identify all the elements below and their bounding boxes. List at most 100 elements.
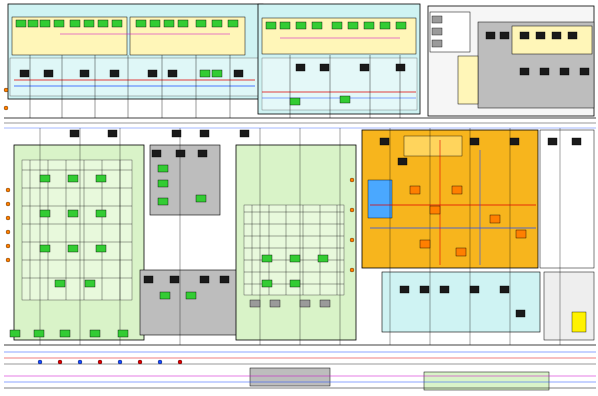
computer-node-icon — [143, 275, 154, 284]
computer-node-icon — [67, 209, 79, 218]
computer-node-icon — [151, 149, 162, 158]
mid-left-green-panel — [13, 144, 145, 341]
computer-node-icon — [147, 69, 158, 78]
computer-node-icon — [409, 185, 421, 195]
computer-node-icon — [9, 329, 21, 338]
computer-node-icon — [499, 285, 510, 294]
computer-node-icon — [15, 19, 27, 28]
computer-node-icon — [54, 279, 66, 288]
computer-node-icon — [551, 31, 562, 40]
computer-node-icon — [363, 21, 375, 30]
computer-node-icon — [211, 19, 223, 28]
computer-node-icon — [177, 19, 189, 28]
top-center-cyan-panel — [257, 3, 421, 115]
computer-node-icon — [39, 174, 51, 183]
connector-dot-icon — [349, 207, 355, 213]
connector-dot-icon — [5, 229, 11, 235]
computer-node-icon — [289, 97, 301, 106]
connector-dot-icon — [5, 201, 11, 207]
computer-node-icon — [395, 63, 406, 72]
connector-dot-icon — [3, 105, 9, 111]
computer-node-icon — [197, 149, 208, 158]
computer-node-icon — [69, 19, 81, 28]
computer-node-icon — [559, 67, 570, 76]
computer-node-icon — [167, 69, 178, 78]
computer-node-icon — [117, 329, 129, 338]
computer-node-icon — [111, 19, 123, 28]
computer-node-icon — [227, 19, 239, 28]
computer-node-icon — [539, 67, 550, 76]
computer-node-icon — [547, 137, 558, 146]
mid-right-orange-panel — [361, 129, 539, 269]
computer-node-icon — [53, 19, 65, 28]
computer-node-icon — [567, 31, 578, 40]
connector-dot-icon — [349, 177, 355, 183]
connector-dot-icon — [349, 267, 355, 273]
computer-node-icon — [265, 21, 277, 30]
connector-dot-icon — [349, 237, 355, 243]
computer-node-icon — [185, 291, 197, 300]
computer-node-icon — [261, 279, 273, 288]
computer-node-icon — [379, 21, 391, 30]
connector-dot-icon — [137, 359, 143, 365]
computer-node-icon — [67, 244, 79, 253]
computer-node-icon — [95, 244, 107, 253]
computer-node-icon — [519, 31, 530, 40]
bottom-right-cyan-panel — [381, 271, 595, 341]
computer-node-icon — [451, 185, 463, 195]
computer-node-icon — [27, 19, 39, 28]
computer-node-icon — [455, 247, 467, 257]
computer-node-icon — [395, 21, 407, 30]
computer-node-icon — [199, 69, 211, 78]
computer-node-icon — [39, 19, 51, 28]
computer-node-icon — [135, 19, 147, 28]
computer-node-icon — [97, 19, 109, 28]
connector-layer — [3, 87, 355, 365]
computer-node-icon — [515, 229, 527, 239]
computer-node-icon — [157, 179, 169, 188]
computer-node-icon — [431, 39, 443, 48]
computer-node-icon — [339, 95, 351, 104]
computer-node-icon — [429, 205, 441, 215]
computer-node-icon — [239, 129, 250, 138]
top-right-gray-panel — [427, 5, 595, 117]
computer-node-icon — [299, 299, 311, 308]
computer-node-icon — [84, 279, 96, 288]
computer-node-icon — [515, 309, 526, 318]
computer-node-icon — [419, 239, 431, 249]
computer-node-icon — [95, 174, 107, 183]
computer-node-icon — [397, 157, 408, 166]
computer-node-icon — [579, 67, 590, 76]
computer-node-icon — [33, 329, 45, 338]
computer-node-icon — [261, 254, 273, 263]
computer-node-icon — [107, 129, 118, 138]
computer-node-icon — [379, 137, 390, 146]
computer-node-icon — [331, 21, 343, 30]
connector-dot-icon — [77, 359, 83, 365]
computer-node-icon — [399, 285, 410, 294]
computer-node-icon — [95, 209, 107, 218]
computer-node-icon — [469, 285, 480, 294]
computer-node-icon — [279, 21, 291, 30]
computer-node-icon — [195, 194, 207, 203]
mid-center-gray-panel — [139, 144, 241, 336]
computer-node-icon — [419, 285, 430, 294]
computer-node-icon — [199, 275, 210, 284]
computer-node-icon — [289, 254, 301, 263]
connector-dot-icon — [5, 215, 11, 221]
computer-node-icon — [317, 254, 329, 263]
computer-node-icon — [149, 19, 161, 28]
computer-node-icon — [211, 69, 223, 78]
connector-dot-icon — [5, 243, 11, 249]
connector-dot-icon — [5, 257, 11, 263]
computer-node-icon — [169, 275, 180, 284]
computer-node-icon — [67, 174, 79, 183]
computer-node-icon — [175, 149, 186, 158]
connector-dot-icon — [117, 359, 123, 365]
computer-node-icon — [249, 299, 261, 308]
computer-node-icon — [535, 31, 546, 40]
computer-node-icon — [571, 137, 582, 146]
computer-node-icon — [319, 63, 330, 72]
computer-node-icon — [163, 19, 175, 28]
computer-node-icon — [431, 15, 443, 24]
